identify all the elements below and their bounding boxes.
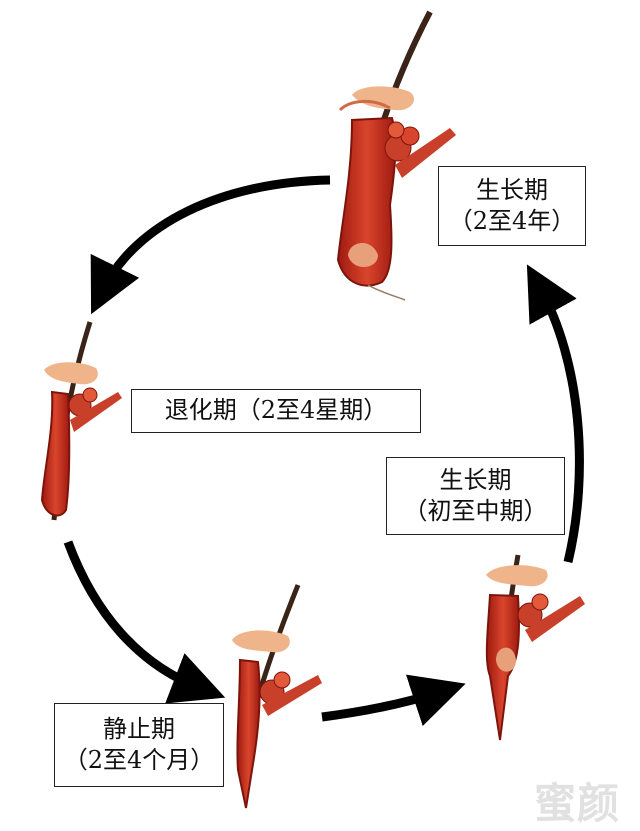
catagen-follicle-illustration [40, 321, 122, 521]
catagen-label: 退化期（2至4星期） [164, 396, 388, 424]
arrow-anagen-to-catagen [90, 175, 331, 315]
early-anagen-title: 生长期 [439, 466, 512, 494]
telogen-follicle-illustration [232, 584, 322, 809]
anagen-duration: （2至4年） [448, 207, 576, 235]
telogen-duration: （2至4个月） [63, 746, 215, 774]
early-anagen-label-box: 生长期 （初至中期） [386, 457, 565, 535]
early-anagen-follicle-illustration [485, 554, 585, 741]
early-anagen-duration: （初至中期） [403, 497, 548, 525]
arrow-catagen-to-telogen [63, 540, 226, 704]
telogen-title: 静止期 [103, 715, 175, 743]
anagen-title: 生长期 [476, 176, 548, 204]
anagen-follicle-illustration [336, 10, 456, 301]
arrow-early-anagen-to-anagen [526, 264, 584, 564]
catagen-label-box: 退化期（2至4星期） [131, 389, 421, 433]
watermark: 蜜颜 [534, 779, 621, 828]
telogen-label-box: 静止期 （2至4个月） [54, 703, 224, 787]
arrow-telogen-to-early-anagen [321, 674, 466, 727]
anagen-label-box: 生长期 （2至4年） [438, 166, 586, 246]
